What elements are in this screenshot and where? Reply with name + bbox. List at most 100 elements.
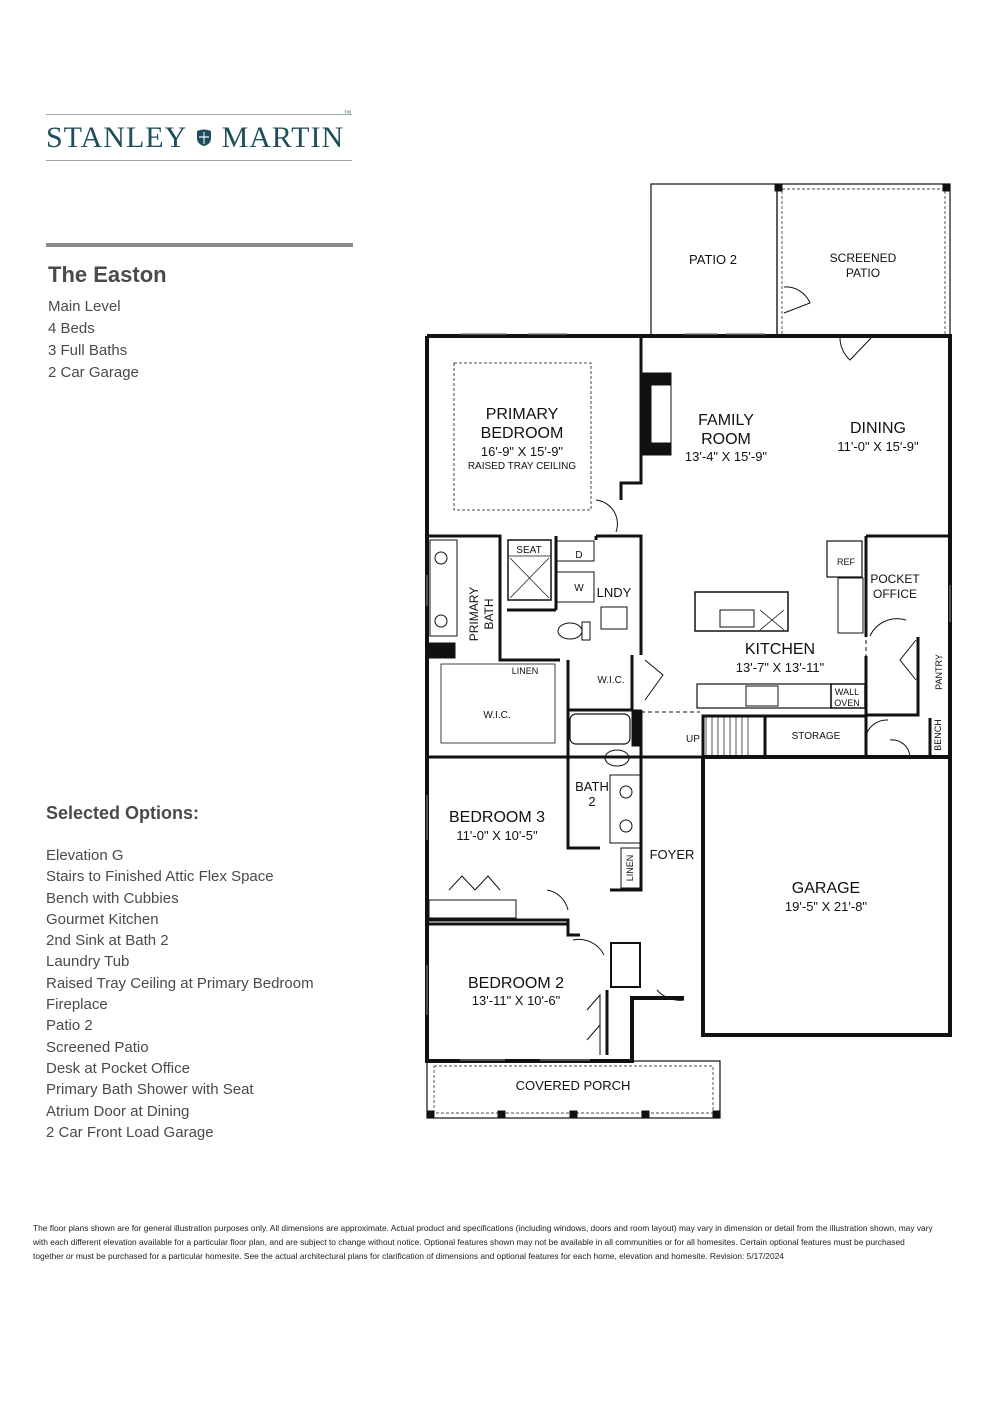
option-item: Stairs to Finished Attic Flex Space [46,868,274,886]
brand-logo: STANLEY MARTIN™ [46,109,352,161]
kitchen-counter [696,683,832,709]
sink-right [434,614,448,628]
label-bedroom-3-dim: 11'-0" X 10'-5" [456,828,538,843]
label-dryer: D [575,550,582,561]
storage-door-swing [865,719,889,736]
sink-left [434,551,448,565]
label-seat: SEAT [516,545,541,556]
dishwasher [759,609,785,631]
wall-bedroom3-bottom [427,918,580,937]
screen-door-swing [783,286,811,314]
bathtub [569,713,631,745]
plan-title: The Easton [48,262,167,287]
cooktop [745,685,779,707]
label-primary-bedroom-2: BEDROOM [481,425,564,442]
stair-treads [705,716,749,757]
option-item: 2nd Sink at Bath 2 [46,932,169,950]
bath-2-sink-1 [619,785,633,799]
label-patio-2: PATIO 2 [689,252,737,267]
front-door-swing [656,989,685,1001]
option-item: Desk at Pocket Office [46,1059,190,1077]
label-dining-dim: 11'-0" X 15'-9" [837,439,919,454]
office-door-swing [869,618,907,637]
label-primary-bedroom-1: PRIMARY [486,406,559,423]
label-garage: GARAGE [792,880,860,897]
plan-info-garage: 2 Car Garage [48,364,139,381]
porch-post [569,1110,578,1119]
plan-info-list: Main Level 4 Beds 3 Full Baths 2 Car Gar… [48,296,139,384]
option-item: Patio 2 [46,1017,93,1035]
plan-info-level: Main Level [48,298,121,315]
bath-2-sink-2 [619,819,633,833]
option-item: Gourmet Kitchen [46,910,159,928]
option-item: Primary Bath Shower with Seat [46,1081,254,1099]
closet-doors [448,875,501,891]
label-up: UP [686,734,700,745]
wall-storage [701,714,868,757]
garage-door-swing [889,739,911,758]
bedroom-2-door-swing [572,938,605,956]
wall-primary-family [619,336,643,500]
label-dining: DINING [850,420,906,437]
option-item: Elevation G [46,847,124,864]
label-pocket-office-1: POCKET [870,572,920,586]
laundry-tub [600,606,628,630]
label-wic-1: W.I.C. [597,675,624,686]
room-labels: PATIO 2 SCREENED PATIO PRIMARY BEDROOM 1… [449,251,944,1093]
patio-post [942,183,951,192]
patio-post [774,183,783,192]
label-family-room-1: FAMILY [698,412,754,429]
wall-wic-2 [566,655,634,712]
bedroom-3-closet [428,899,517,919]
option-item: 2 Car Front Load Garage [46,1123,214,1141]
label-primary-bath-1: PRIMARY [467,587,481,641]
toilet [557,622,583,640]
label-storage: STORAGE [792,731,841,742]
label-bedroom-2-dim: 13'-11" X 10'-6" [472,993,561,1008]
kitchen-cabinet [837,577,864,634]
label-primary-bedroom-note: RAISED TRAY CEILING [468,461,577,472]
wall-chase [426,642,456,659]
refrigerator [826,540,863,578]
coat-closet [610,942,641,988]
label-bath-2-1: BATH [575,779,609,794]
plan-info-baths: 3 Full Baths [48,342,128,359]
label-screened-2: PATIO [846,266,880,280]
label-bedroom-3: BEDROOM 3 [449,809,545,826]
label-ref: REF [837,557,856,567]
option-item: Screened Patio [46,1038,149,1056]
label-wall-oven-1: WALL [835,687,859,697]
porch-post [426,1110,435,1119]
disclaimer-text: The floor plans shown are for general il… [33,1223,933,1261]
tray-ceiling-outline [453,362,592,511]
label-screened-1: SCREENED [830,251,897,265]
label-foyer: FOYER [650,847,695,862]
porch-post [712,1110,721,1119]
label-washer: W [574,583,584,594]
options-heading: Selected Options: [46,803,200,823]
plan-info-beds: 4 Beds [48,320,95,337]
logo-trademark: ™ [344,109,352,117]
primary-door-swing [595,499,618,533]
linen-closet-2 [620,847,642,889]
label-linen-2: LINEN [625,855,635,882]
floor-plan-walls [425,183,952,1119]
section-divider [46,243,353,247]
label-linen-1: LINEN [512,666,539,676]
logo-bottom-rule [46,160,352,161]
label-bench: BENCH [933,719,943,751]
option-item: Laundry Tub [46,953,130,971]
logo-name-right: MARTIN™ [222,109,352,155]
label-laundry: LNDY [597,585,632,600]
label-family-room-dim: 13'-4" X 15'-9" [685,449,768,464]
bath-2-toilet [604,749,630,767]
label-pocket-office-2: OFFICE [873,587,917,601]
windows [426,333,951,1061]
vanity [429,539,458,637]
option-item: Fireplace [46,996,108,1014]
option-item: Bench with Cubbies [46,889,179,907]
label-primary-bath-2: BATH [482,598,496,629]
shower [507,539,552,601]
wic-shelving [440,663,556,744]
wall-bedroom2-top [427,922,570,935]
